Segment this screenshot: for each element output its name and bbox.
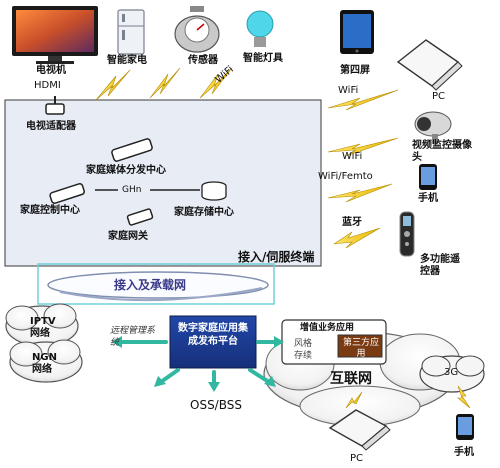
iptv-cloud xyxy=(5,303,79,347)
fridge-icon xyxy=(117,9,145,55)
sensor-icon xyxy=(174,6,220,53)
remote-mgmt-label: 远程管理系统 xyxy=(110,326,156,348)
wireless-bolts-top xyxy=(95,67,233,101)
ngn-label: NGN网络 xyxy=(32,352,57,375)
ghn-label: GHn xyxy=(122,185,142,195)
media-center-icon xyxy=(111,138,153,162)
smart-light-label: 智能灯具 xyxy=(243,53,283,64)
terminal-box xyxy=(4,99,322,267)
phone-right-label: 手机 xyxy=(418,193,438,204)
gateway-icon xyxy=(126,208,154,226)
gateway-label: 家庭网关 xyxy=(108,231,148,242)
third-party-box xyxy=(337,334,383,358)
camera-label: 视频监控摄像头 xyxy=(412,140,472,163)
internet-label: 互联网 xyxy=(330,371,372,387)
laptop-bottom-icon xyxy=(328,409,391,451)
3g-label: 3G xyxy=(444,367,459,378)
storage-center-label: 家庭存储中心 xyxy=(174,207,234,218)
phone-bottom-label: 手机 xyxy=(454,447,474,458)
remote-icon xyxy=(399,211,415,257)
platform-box xyxy=(169,315,257,369)
hdmi-label: HDMI xyxy=(34,80,61,91)
phone-bottom-icon xyxy=(456,414,474,440)
ngn-cloud xyxy=(9,339,83,383)
style-label: 风格 xyxy=(294,339,313,349)
bluetooth-label: 蓝牙 xyxy=(342,217,362,228)
oss-bss-label: OSS/BSS xyxy=(190,398,242,412)
control-center-icon xyxy=(49,183,85,204)
phone-right-icon xyxy=(419,164,437,190)
fourth-screen-label: 第四屏 xyxy=(340,65,370,76)
iptv-label: IPTV网络 xyxy=(30,316,56,339)
inherit-label: 存续 xyxy=(294,351,313,361)
tv-adapter-icon xyxy=(45,103,65,115)
camera-icon xyxy=(414,111,452,144)
sensor-label: 传感器 xyxy=(188,55,218,66)
3g-cloud xyxy=(419,355,485,393)
lightbulb-icon xyxy=(246,10,274,47)
third-party-label: 第三方应用 xyxy=(342,338,379,359)
remote-label: 多功能遥控器 xyxy=(420,254,460,277)
tv-label: 电视机 xyxy=(36,65,66,76)
terminal-title: 接入/伺服终端 xyxy=(238,250,315,264)
access-network-ellipse xyxy=(47,271,269,299)
pc-bottom-label: PC xyxy=(350,453,364,464)
pc-top-label: PC xyxy=(432,91,446,102)
storage-center-icon xyxy=(201,181,227,201)
wifi-femto-label: WiFi/Femto xyxy=(318,171,373,182)
access-swoosh xyxy=(59,287,263,302)
teal-arrowheads xyxy=(112,336,284,392)
vas-title: 增值业务应用 xyxy=(300,323,355,333)
access-network-label: 接入及承载网 xyxy=(114,278,187,292)
wifi-2-label: WiFi xyxy=(342,151,363,162)
smart-appliance-label: 智能家电 xyxy=(107,55,147,66)
wireless-bolts-bottom xyxy=(345,385,471,409)
access-band xyxy=(37,263,275,305)
tv-icon xyxy=(12,6,98,64)
tablet-icon xyxy=(340,10,374,54)
wireless-bolts-right xyxy=(327,89,399,249)
laptop-top-icon xyxy=(396,39,463,91)
platform-label: 数字家庭应用集成发布平台 xyxy=(178,323,248,347)
wifi-1-label: WiFi xyxy=(338,85,359,96)
tv-adapter-label: 电视适配器 xyxy=(26,121,76,132)
control-center-label: 家庭控制中心 xyxy=(20,205,80,216)
media-center-label: 家庭媒体分发中心 xyxy=(86,165,166,176)
